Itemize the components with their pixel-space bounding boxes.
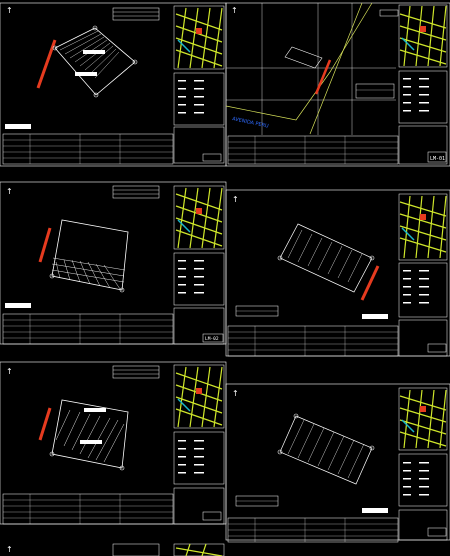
title-block [227, 135, 399, 165]
title-block [2, 133, 174, 165]
north-arrow-icon: ↑ [6, 6, 13, 15]
north-arrow-icon: ↑ [232, 389, 239, 398]
north-arrow-icon: ↑ [6, 367, 13, 376]
north-arrow-icon: ↑ [6, 545, 13, 554]
north-arrow-icon: ↑ [231, 6, 238, 15]
sheet-6[interactable]: ↑ [225, 383, 450, 543]
legend-table [112, 7, 160, 21]
parcel-drawing [36, 25, 138, 98]
sheet-frame [225, 2, 450, 167]
sheet-code: LM-02 [205, 336, 219, 342]
parcel-drawing [38, 399, 129, 471]
parcel-drawing [284, 46, 332, 95]
parcel-drawing [38, 219, 129, 293]
location-map-icon [398, 387, 448, 451]
sheet-frame [225, 383, 450, 541]
sheet-4[interactable]: ↑ [225, 189, 450, 357]
parcel-drawing [277, 413, 375, 485]
partial-sheet-bottom: ↑ [6, 543, 225, 556]
title-block [2, 493, 174, 525]
location-map-icon [173, 185, 225, 250]
north-arrow-icon: ↑ [232, 195, 239, 204]
location-map-icon [173, 364, 225, 429]
title-block [227, 325, 399, 357]
title-block [2, 313, 174, 345]
parcel-drawing [277, 223, 380, 301]
location-map-icon [173, 5, 225, 70]
sheet-code: LM-01 [430, 156, 445, 162]
location-map-icon [398, 4, 448, 68]
north-arrow-icon: ↑ [6, 187, 13, 196]
sheet-5[interactable]: ↑ [0, 361, 227, 525]
sheet-3[interactable]: ↑ [0, 181, 227, 345]
sheet-1[interactable]: ↑ [0, 2, 227, 167]
location-map-icon [398, 193, 448, 261]
